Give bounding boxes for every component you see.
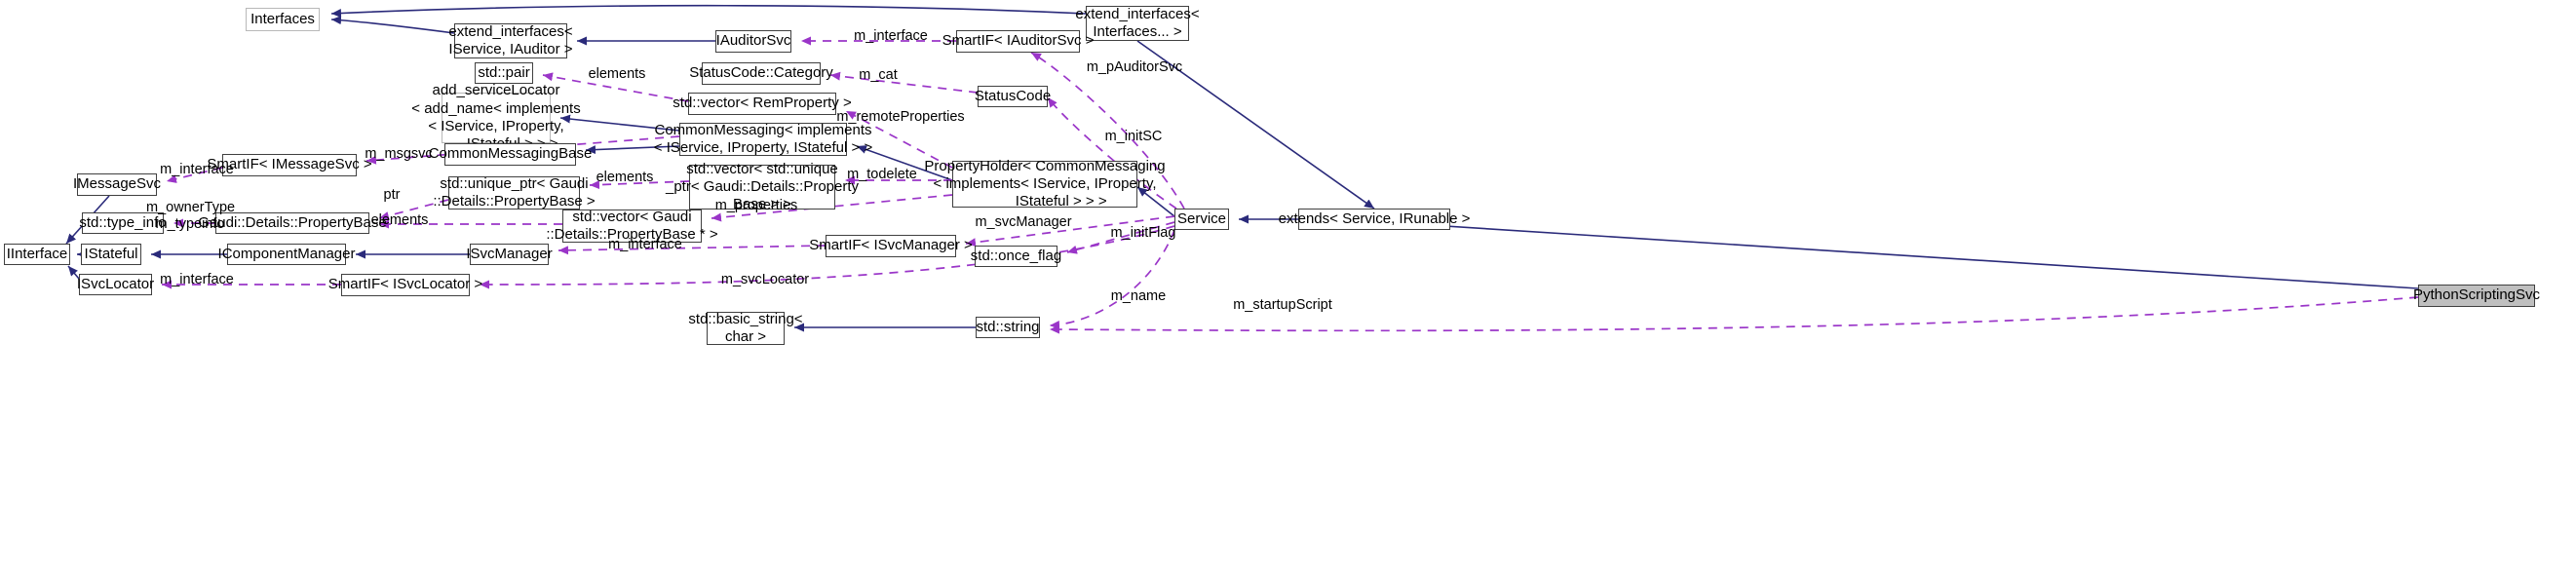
class-node-std_string[interactable]: std::string	[976, 317, 1040, 338]
edge-label-lbl-m_initflag: m_initFlag	[1110, 225, 1176, 241]
class-node-iauditorsvc[interactable]: IAuditorSvc	[715, 30, 791, 53]
class-node-statuscode_category[interactable]: StatusCode::Category	[689, 62, 833, 85]
class-node-smartif_isvclocator[interactable]: SmartIF< ISvcLocator >	[328, 274, 482, 296]
edge-label-lbl-m_svcmanager: m_svcManager	[975, 214, 1072, 230]
edge-label-lbl-m_initsc: m_initSC	[1104, 129, 1163, 144]
edge-label-lbl-m_startupscript: m_startupScript	[1233, 297, 1332, 313]
class-node-add_servicelocator[interactable]: add_serviceLocator < add_name< implement…	[411, 82, 580, 152]
class-node-std_basic_string[interactable]: std::basic_string< char >	[688, 310, 803, 345]
edge-label-lbl-m_msgsvc: m_msgsvc	[365, 146, 433, 162]
class-node-extend_if_iservice[interactable]: extend_interfaces< IService, IAuditor >	[448, 22, 573, 58]
edge-label-lbl-elements-uniqueptr: elements	[596, 170, 654, 185]
class-node-std_pair[interactable]: std::pair	[475, 62, 533, 84]
class-node-icomponentmanager[interactable]: IComponentManager	[218, 244, 355, 265]
class-node-propertyholder[interactable]: PropertyHolder< CommonMessaging < implem…	[924, 157, 1166, 210]
edge-label-lbl-m_cat: m_cat	[859, 67, 898, 83]
class-node-smartif_imessagesvc[interactable]: SmartIF< IMessageSvc >	[207, 154, 372, 176]
class-node-smartif_iauditorsvc[interactable]: SmartIF< IAuditorSvc >	[942, 30, 1094, 53]
class-node-statuscode[interactable]: StatusCode	[975, 86, 1051, 107]
class-node-std_uniqueptr_prop[interactable]: std::unique_ptr< Gaudi ::Details::Proper…	[433, 174, 596, 210]
edge-label-lbl-m_interface-auditor: m_interface	[854, 28, 928, 44]
class-node-extend_interfaces_var[interactable]: extend_interfaces< Interfaces... >	[1075, 5, 1200, 41]
edge-label-lbl-elements-pair: elements	[588, 66, 646, 82]
class-node-gaudi_propertybase[interactable]: Gaudi::Details::PropertyBase	[198, 212, 387, 234]
class-node-interfaces[interactable]: Interfaces	[246, 8, 320, 31]
edge-label-lbl-m_svclocator: m_svcLocator	[720, 272, 810, 287]
edge-label-lbl-m_interface-msgsvc: m_interface	[160, 162, 234, 177]
edge-label-lbl-m_interface-svcloc: m_interface	[160, 272, 234, 287]
class-node-service[interactable]: Service	[1174, 209, 1229, 230]
class-node-isvclocator[interactable]: ISvcLocator	[77, 274, 154, 295]
edge-label-lbl-m_todelete: m_todelete	[847, 167, 917, 182]
edge-label-lbl-m_remoteproperties: m_remoteProperties	[836, 109, 965, 125]
class-node-std_vector_remprop[interactable]: std::vector< RemProperty >	[673, 93, 852, 115]
class-node-istateful[interactable]: IStateful	[81, 244, 141, 265]
class-node-smartif_isvcmanager[interactable]: SmartIF< ISvcManager >	[809, 235, 973, 257]
class-node-isvcmanager[interactable]: ISvcManager	[466, 244, 553, 265]
edge-label-lbl-m_name: m_name	[1110, 288, 1167, 304]
edge-label-lbl-elements-propbase: elements	[370, 212, 429, 228]
edge-label-lbl-m_properties: m_properties	[714, 198, 798, 213]
class-node-extends_service[interactable]: extends< Service, IRunable >	[1279, 209, 1470, 230]
edge-label-lbl-ptr: ptr	[383, 187, 401, 203]
edge-label-lbl-m_pauditorsvc: m_pAuditorSvc	[1086, 59, 1183, 75]
class-node-commonmessagingbase[interactable]: CommonMessagingBase	[429, 143, 592, 166]
class-node-std_once_flag[interactable]: std::once_flag	[971, 246, 1061, 267]
edge-label-lbl-m_ownertype: m_ownerType m_typeinfo	[146, 200, 236, 233]
class-node-iinterface[interactable]: IInterface	[4, 244, 70, 265]
class-node-imessagesvc[interactable]: IMessageSvc	[73, 173, 161, 196]
edge-label-lbl-m_interface-svcmgr: m_interface	[608, 237, 682, 252]
class-node-pythonscriptingsvc: PythonScriptingSvc	[2413, 285, 2540, 307]
class-node-commonmessaging[interactable]: CommonMessaging< implements < IService, …	[653, 121, 873, 156]
